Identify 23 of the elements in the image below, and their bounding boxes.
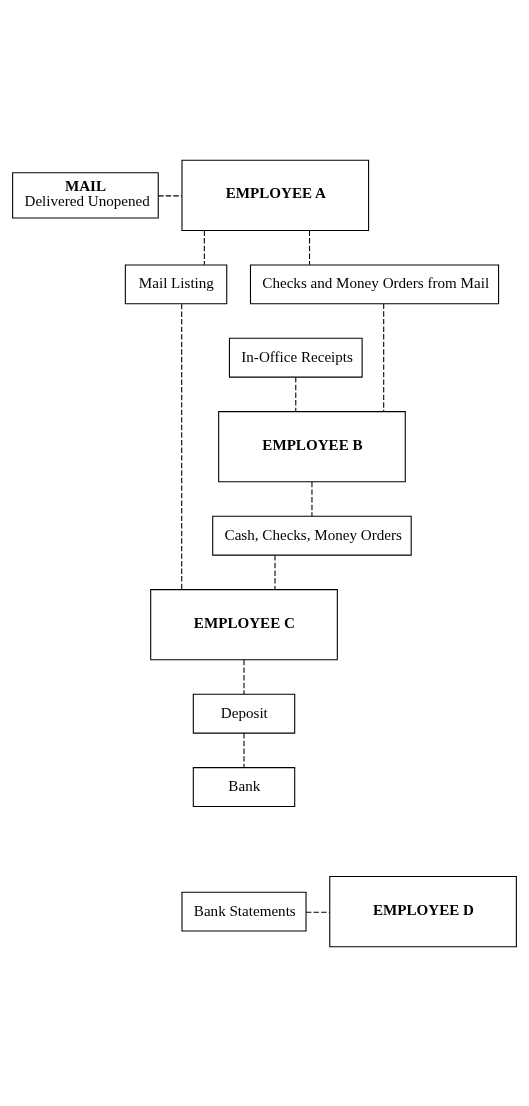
connector <box>203 229 205 265</box>
node-box: Bank Statements <box>181 891 307 932</box>
connector <box>311 480 313 517</box>
node-box: EMPLOYEE B <box>218 410 406 482</box>
connector <box>243 732 245 768</box>
connector <box>274 554 276 590</box>
connector <box>305 911 331 913</box>
node-box: Checks and Money Orders from Mail <box>249 263 500 304</box>
node-box: Bank <box>192 766 296 807</box>
connector <box>309 229 311 265</box>
connector <box>383 302 385 412</box>
node-box: EMPLOYEE C <box>150 588 338 660</box>
node-box: Mail Listing <box>124 263 228 304</box>
connector <box>243 658 245 695</box>
node-box: Cash, Checks, Money Orders <box>212 515 412 556</box>
node-box: MAIL Delivered Unopened <box>12 171 159 219</box>
node-box: Deposit <box>192 693 296 734</box>
connector <box>157 194 183 196</box>
node-box: EMPLOYEE A <box>181 159 370 231</box>
node-box: EMPLOYEE D <box>329 875 517 947</box>
connector <box>181 303 183 590</box>
connector <box>295 376 297 412</box>
node-box: In-Office Receipts <box>228 337 363 378</box>
